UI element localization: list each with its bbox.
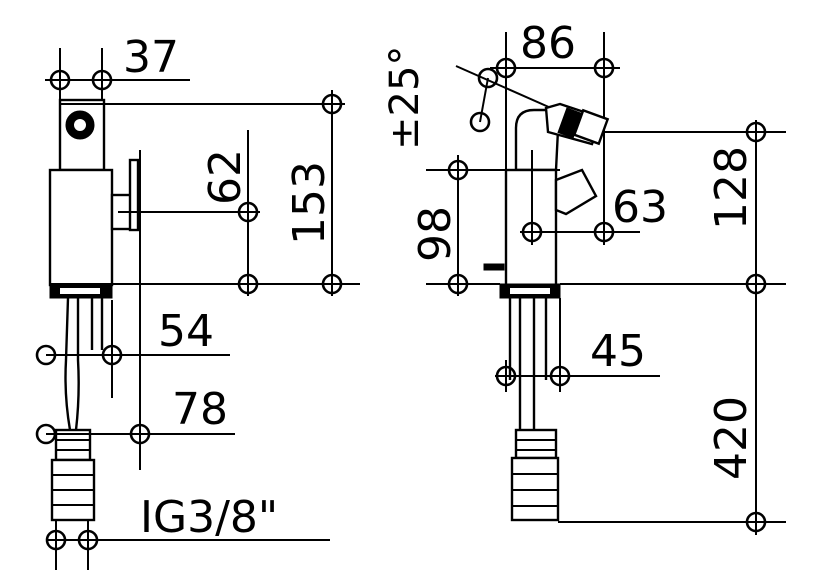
dimension-heights: 62 153 (50, 90, 360, 296)
dimension-node (35, 423, 57, 445)
dimension-node (745, 511, 767, 533)
dim-spout-height-label: 128 (706, 146, 757, 230)
dimension-node (521, 221, 543, 243)
dim-total-height-label: 153 (284, 161, 335, 245)
dimension-node (745, 121, 767, 143)
dimension-node (495, 57, 517, 79)
left-view: 37 (35, 32, 360, 570)
dimension-node (129, 423, 151, 445)
dimension-hose-width: 45 (495, 298, 660, 392)
dimension-spout-reach: 63 (520, 140, 668, 245)
dimension-node (447, 273, 469, 295)
dim-top-width-label: 37 (123, 32, 179, 83)
dimension-node (593, 57, 615, 79)
dimension-vertical-right: 128 420 (558, 120, 786, 535)
dimension-thread: IG3/8" (45, 492, 330, 570)
dim-tail-width-1-label: 54 (158, 306, 214, 357)
dim-body-height-label: 98 (410, 206, 461, 262)
dimension-node (321, 273, 343, 295)
dimension-node (469, 111, 491, 133)
dimension-node (745, 273, 767, 295)
dimension-node (35, 344, 57, 366)
dim-spout-reach-label: 63 (612, 182, 668, 233)
dimension-node (549, 365, 571, 387)
dim-thread-label: IG3/8" (140, 492, 278, 543)
dim-angle-label: ±25° (382, 46, 428, 150)
dim-lever-reach-label: 86 (520, 18, 576, 69)
dimension-body-height: 98 (410, 155, 560, 296)
right-view: ±25° 86 (382, 18, 786, 535)
tap-body-side (48, 98, 140, 299)
dim-hose-length-label: 420 (706, 396, 757, 480)
dimension-node (91, 69, 113, 91)
dimension-node (447, 159, 469, 181)
dimension-node (45, 529, 67, 551)
dimension-tail-widths: 54 78 (35, 150, 235, 470)
dimension-node (237, 273, 259, 295)
dimension-node (477, 67, 499, 89)
supply-hoses-front (508, 298, 560, 522)
dimension-node (495, 365, 517, 387)
dimension-node (237, 201, 259, 223)
tap-body-front (483, 102, 610, 299)
dimension-top-width: 37 (45, 32, 190, 170)
dim-lever-height-label: 62 (200, 149, 251, 205)
lever-handle (455, 65, 561, 133)
dimension-node (101, 344, 123, 366)
dimension-node (49, 69, 71, 91)
dimension-node (321, 93, 343, 115)
dimension-node (593, 221, 615, 243)
dim-hose-width-label: 45 (590, 326, 646, 377)
supply-hoses (50, 297, 104, 522)
dimension-node (77, 529, 99, 551)
dim-tail-width-2-label: 78 (172, 384, 228, 435)
